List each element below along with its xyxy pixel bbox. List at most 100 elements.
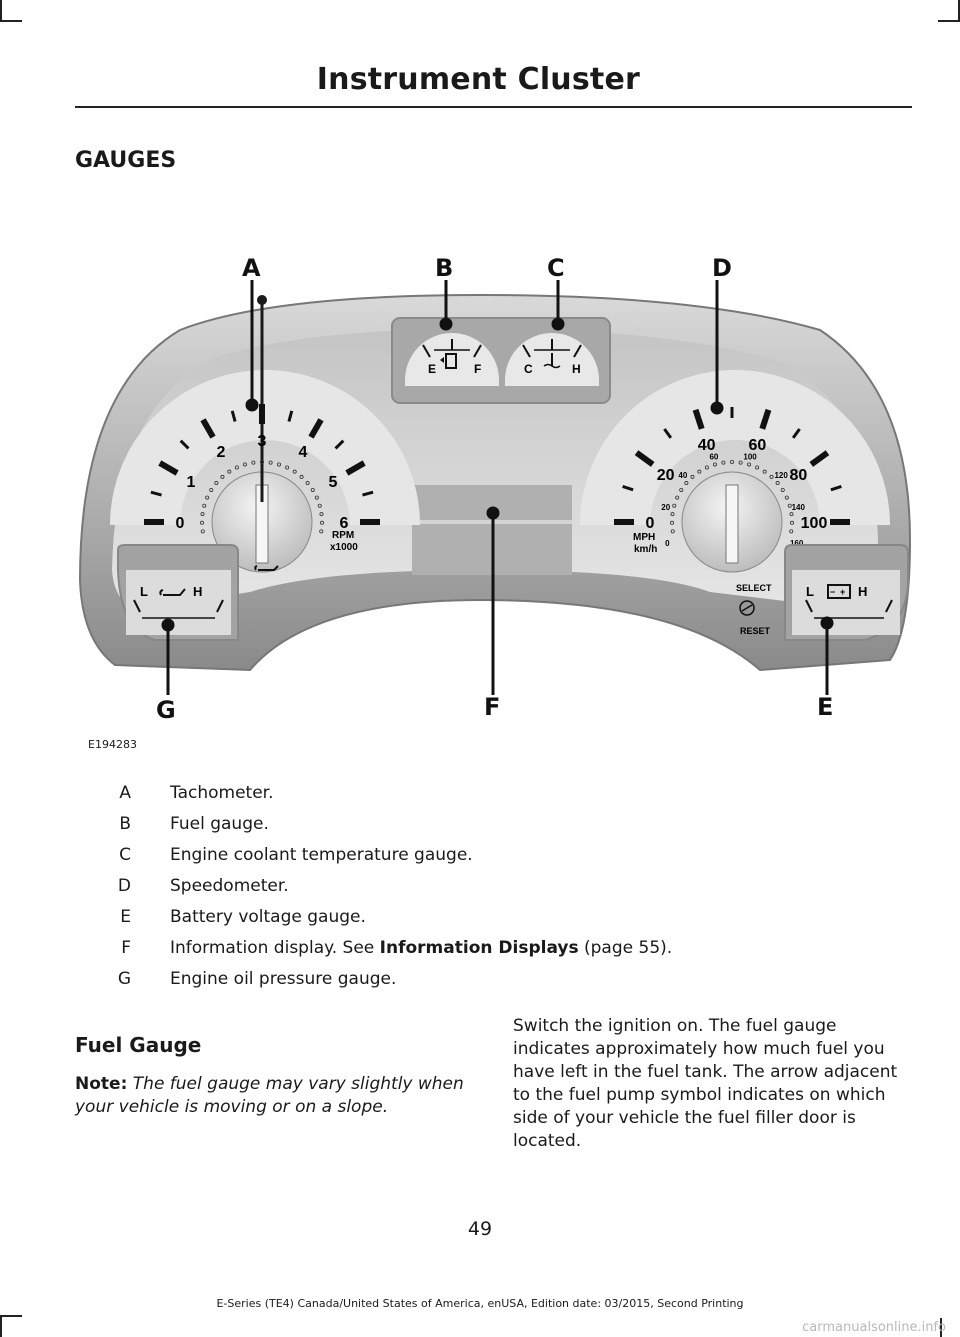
tachometer-dot (319, 520, 324, 525)
oil-low-label: L (140, 584, 148, 599)
legend-text: Speedometer. (170, 876, 289, 896)
tachometer-tick (334, 439, 345, 450)
speedometer-kmh-label: 100 (743, 452, 757, 461)
tachometer-tick (308, 418, 324, 439)
speedometer-dot (675, 495, 680, 500)
legend-text: Tachometer. (170, 783, 274, 803)
tachometer-tick (230, 410, 237, 422)
speedometer-dot (789, 512, 794, 517)
legend-text: Fuel gauge. (170, 814, 269, 834)
battery-voltage-gauge: − + L H (784, 544, 909, 641)
legend-text: Battery voltage gauge. (170, 907, 366, 927)
tachometer-tick-label: 6 (340, 515, 349, 532)
speedometer-tick-label: 0 (646, 515, 655, 532)
speedometer-dot (755, 465, 760, 470)
legend-letter: C (119, 845, 131, 865)
legend-row: D Speedometer. (95, 876, 895, 907)
legend-letter: A (119, 783, 131, 803)
tachometer-dot (317, 503, 322, 508)
fuel-low-label: E (428, 362, 436, 376)
speedometer-dot (697, 469, 702, 474)
fuel-gauge: E F (405, 333, 499, 386)
speedometer-tick (759, 408, 772, 430)
speedometer-dot (784, 495, 789, 500)
callout-g: G (156, 696, 176, 724)
page-header-title: Instrument Cluster (316, 62, 640, 97)
legend-row: E Battery voltage gauge. (95, 907, 895, 938)
speedometer-dot (730, 459, 735, 464)
tachometer-dot (234, 465, 239, 470)
tachometer-dot (319, 512, 324, 517)
crop-mark (940, 1318, 942, 1337)
callout-f: F (484, 693, 500, 721)
tachometer-tick-label: 4 (299, 444, 308, 461)
tachometer-dot (285, 465, 290, 470)
tachometer-dot (242, 462, 247, 467)
tachometer-dot (200, 512, 205, 517)
legend-letter: B (119, 814, 131, 834)
crop-mark (0, 1315, 2, 1337)
tachometer-tick (179, 439, 190, 450)
speedometer-dot (787, 503, 792, 508)
callout-c: C (547, 254, 565, 282)
speedometer-kmh-label: 60 (709, 452, 718, 461)
legend-row: A Tachometer. (95, 783, 895, 814)
legend-text: Information display. See Information Dis… (170, 938, 672, 958)
speedometer-dot (684, 481, 689, 486)
speedometer-dot (690, 474, 695, 479)
select-reset-knob-icon (739, 600, 755, 616)
speedometer-dot (789, 529, 794, 534)
legend-row: C Engine coolant temperature gauge. (95, 845, 895, 876)
speedometer-tick-label: 80 (789, 467, 807, 484)
tachometer-dot (220, 474, 225, 479)
speedometer-dot (789, 520, 794, 525)
tachometer-tick-label: 2 (217, 444, 226, 461)
watermark: carmanualsonline.info (802, 1320, 946, 1335)
tachometer-tick (287, 410, 294, 422)
speedometer-kmh-label: 140 (792, 503, 806, 512)
callout-b: B (435, 254, 453, 282)
callout-a: A (242, 254, 261, 282)
reset-button-label: RESET (740, 626, 771, 636)
tachometer-dot (277, 462, 282, 467)
information-displays-link[interactable]: Information Displays (379, 938, 579, 958)
speedometer-dot (738, 460, 743, 465)
temperature-gauge: C H (505, 333, 599, 386)
tachometer-tick (362, 490, 374, 497)
tachometer-dot (305, 481, 310, 486)
svg-text:−: − (830, 587, 835, 597)
note-text: The fuel gauge may vary slightly when yo… (75, 1074, 464, 1117)
crop-mark (0, 20, 22, 22)
legend-letter: D (117, 876, 131, 896)
tachometer-dot (251, 460, 256, 465)
note-label: Note: (75, 1074, 128, 1094)
legend-letter: F (121, 938, 131, 958)
tachometer-dot (310, 487, 315, 492)
battery-high-label: H (858, 584, 867, 599)
speedometer-dot (747, 462, 752, 467)
tachometer-tick (150, 490, 162, 497)
tachometer-tick-label: 0 (176, 515, 185, 532)
page-footer: E-Series (TE4) Canada/United States of A… (216, 1297, 744, 1310)
speed-unit-kmh: km/h (634, 544, 657, 555)
fuel-gauge-paragraph: Switch the ignition on. The fuel gauge i… (513, 1016, 898, 1151)
speedometer-tick (634, 450, 655, 467)
speedometer-dot (775, 481, 780, 486)
oil-can-icon (159, 588, 186, 596)
callout-d: D (712, 254, 732, 282)
fuel-gauge-heading: Fuel Gauge (75, 1033, 202, 1057)
callouts (161, 280, 834, 695)
svg-text:+: + (840, 587, 845, 597)
crop-mark (938, 20, 960, 22)
tachometer-dot (200, 529, 205, 534)
callout-legend: A Tachometer. B Fuel gauge. C Engine coo… (95, 783, 895, 1000)
tachometer-dot (205, 495, 210, 500)
speedometer-tick (692, 408, 705, 430)
speedometer-tick-label: 100 (801, 515, 828, 532)
tachometer-dot (268, 460, 273, 465)
speedometer-dot (670, 529, 675, 534)
tach-multiplier: x1000 (330, 542, 358, 553)
fuel-gauge-note: Note: The fuel gauge may vary slightly w… (75, 1073, 475, 1119)
tachometer-dot (319, 529, 324, 534)
fuel-high-label: F (474, 362, 481, 376)
